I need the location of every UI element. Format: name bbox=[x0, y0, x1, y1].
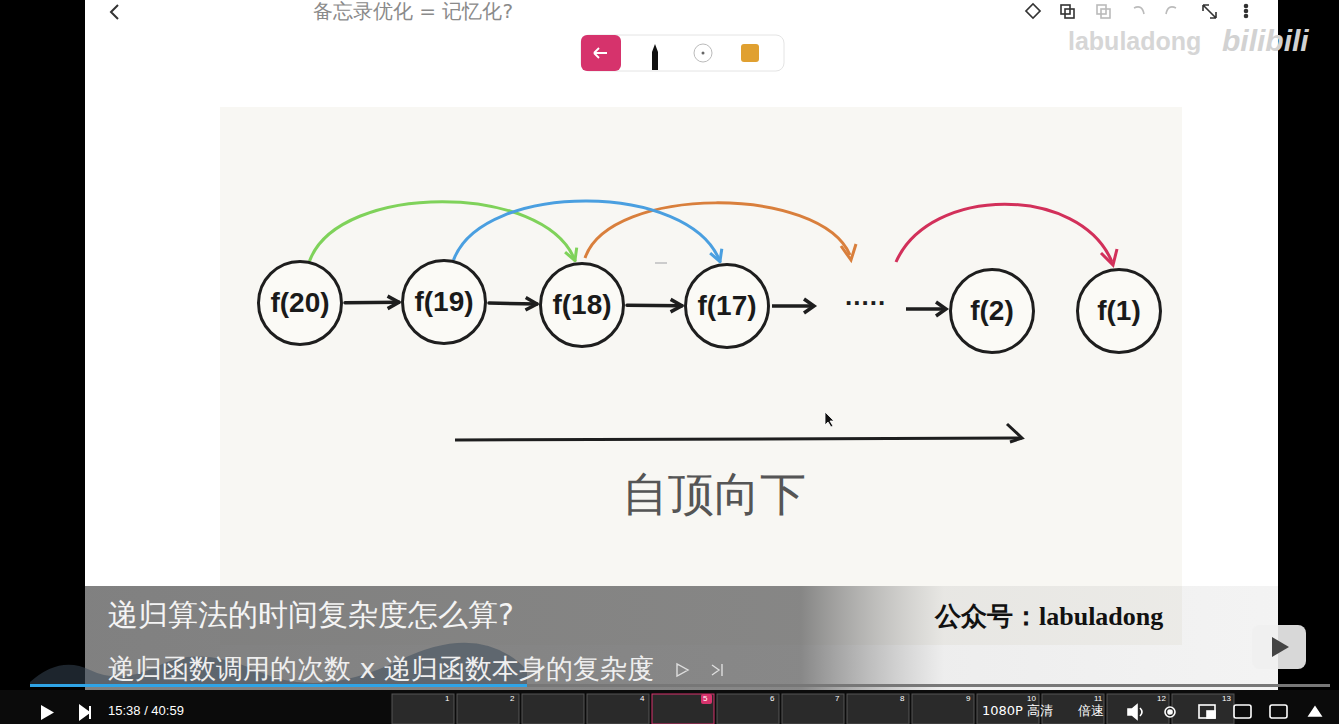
slide-image bbox=[220, 107, 1182, 645]
call-circle: f(18) bbox=[539, 262, 625, 348]
chapter-number: 6 bbox=[770, 694, 774, 703]
next-icon bbox=[80, 706, 90, 719]
curved-arrow bbox=[585, 203, 850, 258]
watermark: bilibili bbox=[1222, 24, 1309, 59]
connector-line bbox=[310, 202, 575, 261]
chapter-thumbnails bbox=[392, 694, 1234, 724]
pen-icon bbox=[652, 44, 658, 70]
arrow-head bbox=[936, 302, 946, 316]
call-circle: f(2) bbox=[949, 268, 1035, 354]
arrow-head bbox=[1007, 424, 1022, 442]
arrow-head bbox=[565, 248, 577, 261]
chapter-number: 9 bbox=[966, 694, 970, 703]
chapter-number: 7 bbox=[835, 694, 839, 703]
curved-arrow bbox=[896, 204, 1112, 262]
player-control-text: 15:38 / 40:59 bbox=[108, 704, 184, 719]
dot-size-icon bbox=[702, 52, 705, 55]
arrow-head bbox=[804, 299, 814, 313]
direction-arrow bbox=[455, 438, 1022, 440]
node-label: f(18) bbox=[552, 289, 611, 321]
chapter-number: 8 bbox=[900, 694, 904, 703]
call-circle: f(1) bbox=[1076, 268, 1162, 354]
player-control-text: 1080P 高清 bbox=[982, 704, 1053, 719]
subtitle-band bbox=[85, 586, 1278, 690]
app-panel bbox=[85, 0, 1278, 724]
play-icon bbox=[41, 705, 54, 720]
arrow-head bbox=[841, 244, 856, 260]
call-circle: f(20) bbox=[257, 260, 343, 346]
node-label: f(1) bbox=[1097, 295, 1141, 327]
player-icons bbox=[1128, 705, 1321, 719]
player-control-text: 倍速 bbox=[1078, 704, 1104, 719]
arrow-head bbox=[1101, 249, 1117, 265]
connector bbox=[454, 201, 722, 262]
toolbar-icons bbox=[1026, 4, 1248, 18]
chapter-number: 2 bbox=[510, 694, 514, 703]
node-label: f(19) bbox=[414, 286, 473, 318]
node-label: f(2) bbox=[970, 295, 1014, 327]
current-chapter-badge bbox=[701, 694, 712, 704]
toolbar-back-button bbox=[581, 35, 621, 71]
back-icon bbox=[111, 5, 118, 19]
back-arrow-icon bbox=[594, 48, 607, 58]
connector bbox=[310, 202, 577, 261]
progress-track bbox=[30, 684, 1330, 687]
mouse-cursor bbox=[825, 412, 834, 427]
connector bbox=[489, 298, 537, 310]
color-swatch-icon bbox=[741, 44, 759, 62]
chapter-number: 13 bbox=[1222, 694, 1231, 703]
pen-toolbar bbox=[581, 35, 784, 71]
node-label: f(20) bbox=[270, 287, 329, 319]
watermark: labuladong bbox=[1068, 27, 1201, 56]
call-circle: f(17) bbox=[684, 263, 770, 349]
arrow-head bbox=[671, 299, 682, 311]
connector bbox=[627, 299, 682, 311]
play-overlay-button bbox=[1252, 625, 1306, 669]
connector-line bbox=[489, 303, 537, 304]
chapter-number: 1 bbox=[445, 694, 449, 703]
stray-mark bbox=[655, 262, 667, 264]
arrow-line bbox=[906, 307, 944, 311]
connector-line bbox=[627, 304, 682, 308]
chapter-number: 11 bbox=[1094, 694, 1102, 703]
control-bar bbox=[0, 690, 1339, 724]
watermark: 公众号：labuladong bbox=[935, 602, 1163, 632]
direction-label: 自顶向下 bbox=[622, 468, 806, 521]
connector-line bbox=[454, 201, 720, 262]
connector-line bbox=[345, 301, 399, 305]
chapter-number: 10 bbox=[1027, 694, 1036, 703]
node-label: f(17) bbox=[697, 290, 756, 322]
connector bbox=[345, 296, 399, 308]
chapter-number: 4 bbox=[640, 694, 644, 703]
play-overlay-icon bbox=[1272, 637, 1289, 657]
chapter-number: 12 bbox=[1157, 694, 1166, 703]
arrow-head bbox=[710, 249, 722, 262]
subtitle: 递归算法的时间复杂度怎么算? bbox=[108, 598, 514, 633]
subtitle: 递归函数调用的次数 x 递归函数本身的复杂度 bbox=[108, 653, 654, 684]
call-circle: f(19) bbox=[401, 259, 487, 345]
progress-fill bbox=[30, 684, 527, 687]
arrow-line bbox=[772, 304, 812, 308]
arrow-head bbox=[388, 296, 399, 308]
ellipsis: ..... bbox=[845, 282, 886, 312]
page-title: 备忘录优化 = 记忆化? bbox=[313, 0, 513, 23]
arrow-head bbox=[525, 298, 537, 310]
chapter-number: 5 bbox=[703, 694, 707, 703]
dot-size-icon bbox=[694, 44, 712, 62]
